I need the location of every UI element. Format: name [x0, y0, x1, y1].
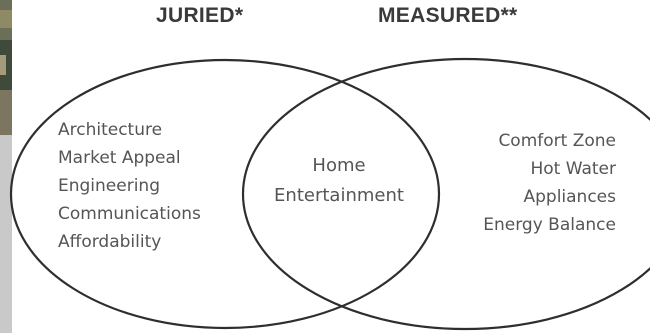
measured-circle [241, 57, 650, 331]
overlap-items-list: Home Entertainment [256, 151, 422, 211]
edge-photo-fragment [0, 0, 12, 333]
juried-item: Architecture [58, 120, 163, 140]
measured-item: Appliances [523, 187, 616, 207]
measured-item: Comfort Zone [498, 131, 616, 151]
juried-item: Communications [58, 204, 201, 224]
juried-circle [9, 58, 441, 330]
juried-item: Affordability [58, 232, 162, 252]
juried-heading: JURIED* [156, 4, 244, 27]
overlap-item: Home [312, 155, 366, 176]
measured-item: Hot Water [530, 159, 616, 179]
overlap-item: Entertainment [274, 185, 404, 206]
measured-heading: MEASURED** [378, 4, 518, 27]
juried-item: Market Appeal [58, 148, 181, 168]
juried-items-list: Architecture Market Appeal Engineering C… [58, 116, 201, 256]
measured-item: Energy Balance [483, 215, 616, 235]
measured-items-list: Comfort Zone Hot Water Appliances Energy… [468, 127, 616, 239]
juried-item: Engineering [58, 176, 160, 196]
